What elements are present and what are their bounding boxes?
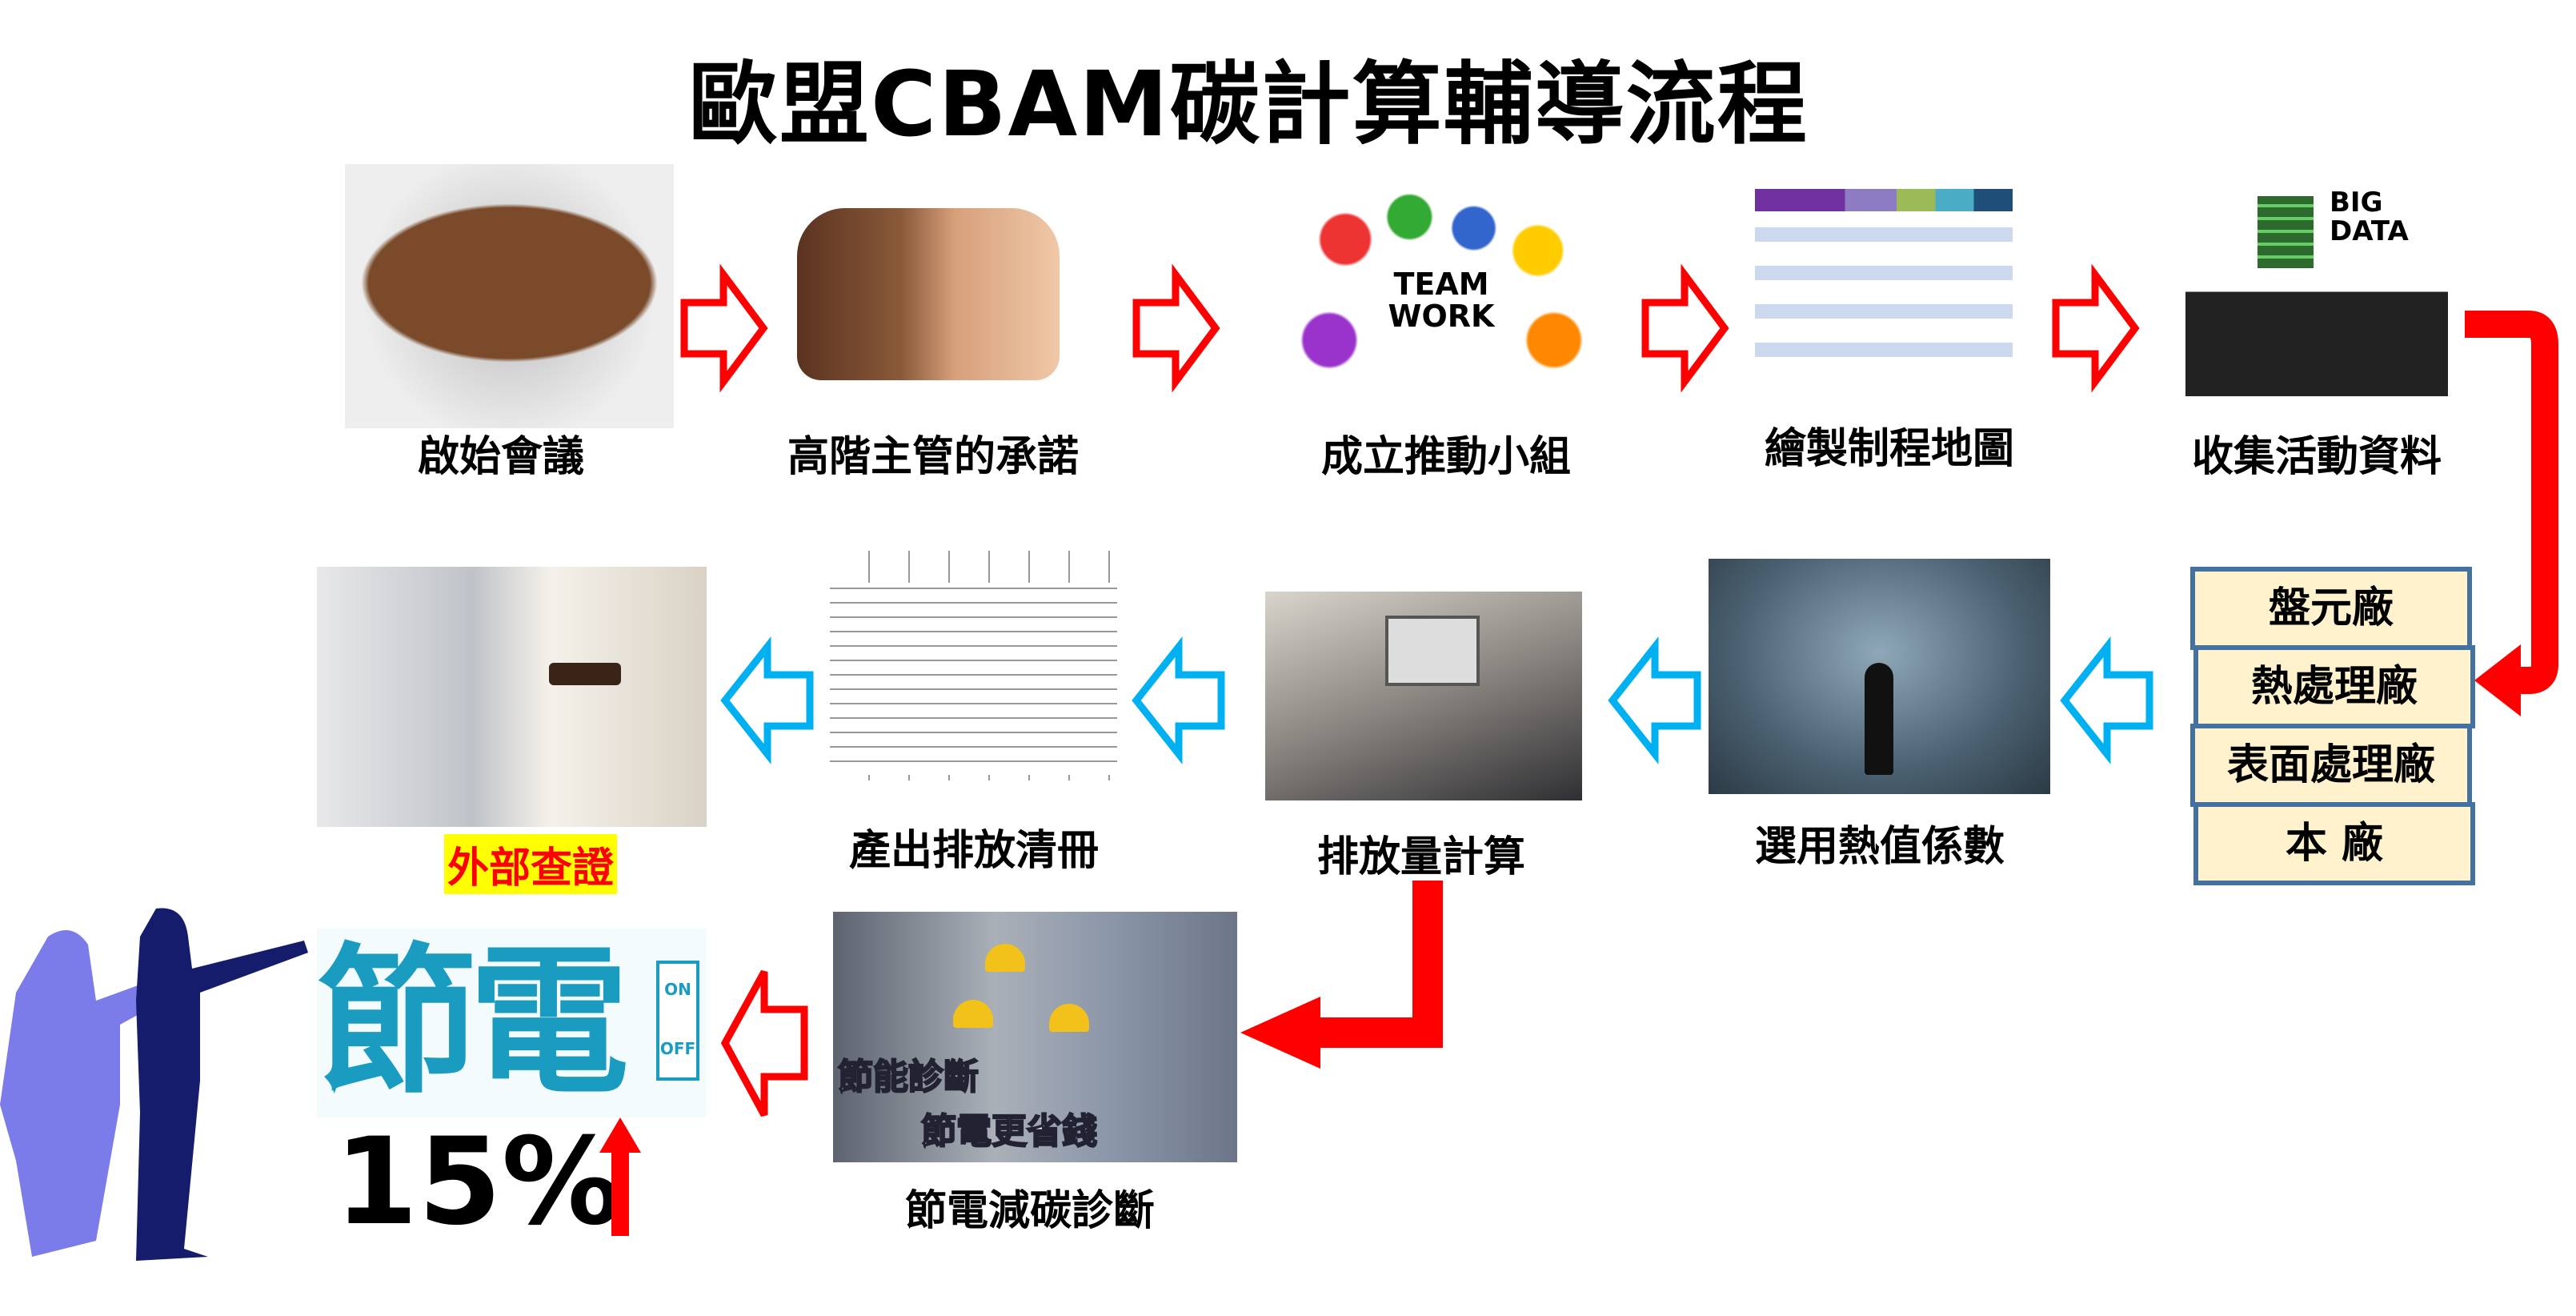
up-arrow-icon	[599, 1117, 641, 1236]
calculator-icon	[1385, 616, 1480, 686]
step-label-process-map: 繪製制程地圖	[1764, 425, 2015, 473]
heat-value-image	[1709, 559, 2050, 794]
step-label-verification: 外部查證	[443, 834, 618, 894]
factory-box-wire-rod: 盤元廠	[2190, 567, 2472, 650]
page-title: 歐盟CBAM碳計算輔導流程	[688, 53, 1809, 157]
team-work-text: TEAM WORK	[1388, 267, 1495, 334]
bend-arrow-icon	[2465, 311, 2558, 716]
server-rack-icon	[2258, 196, 2314, 268]
person-silhouette-icon	[1865, 663, 1893, 775]
process-map-image	[1755, 189, 2013, 386]
step-label-kickoff: 啟始會議	[417, 433, 585, 481]
people-silhouette-icon	[0, 908, 308, 1261]
fist-bump-image	[797, 208, 1060, 380]
step-label-collect-data: 收集活動資料	[2191, 433, 2442, 481]
hard-hat-icon	[985, 944, 1025, 972]
bend-down-left-arrow-icon	[1240, 881, 1443, 1069]
energy-diagnosis-image: 節能診斷 節電更省錢	[833, 912, 1237, 1162]
power-saving-text: 節電	[317, 929, 629, 1116]
switch-on-label: ON	[664, 980, 691, 999]
calculation-image	[1265, 592, 1582, 800]
left-arrow-icon	[720, 636, 814, 764]
inventory-table-image	[830, 551, 1117, 780]
hard-hat-icon	[953, 1000, 993, 1028]
switch-icon: ON OFF	[656, 961, 699, 1081]
step-label-diagnosis: 節電減碳診斷	[904, 1187, 1156, 1235]
big-data-image: BIG DATA	[2185, 164, 2448, 396]
image-caption: 節電更省錢	[920, 1110, 1098, 1153]
factory-box-surface-treatment: 表面處理廠	[2190, 724, 2472, 807]
left-arrow-icon	[1132, 636, 1225, 764]
factory-box-main: 本 廠	[2193, 802, 2475, 885]
power-saving-graphic: 節電 ON OFF	[317, 929, 707, 1117]
step-label-team: 成立推動小組	[1320, 433, 1572, 481]
big-data-text: BIG DATA	[2330, 187, 2409, 247]
hard-hat-icon	[1049, 1004, 1089, 1032]
image-caption: 節能診斷	[837, 1056, 980, 1098]
saving-percent: 15%	[335, 1113, 623, 1252]
right-arrow-icon	[2052, 263, 2140, 393]
left-arrow-icon	[720, 969, 808, 1117]
step-label-commitment: 高階主管的承諾	[787, 433, 1080, 481]
factory-box-heat-treatment: 熱處理廠	[2193, 645, 2475, 728]
right-arrow-icon	[1641, 263, 1729, 393]
right-arrow-icon	[680, 263, 768, 393]
gavel-icon	[549, 663, 621, 685]
left-arrow-icon	[1608, 636, 1701, 764]
kickoff-meeting-image	[345, 164, 674, 428]
verification-image	[317, 567, 707, 827]
step-label-inventory: 產出排放清冊	[848, 827, 1100, 875]
right-arrow-icon	[1132, 263, 1220, 393]
left-arrow-icon	[2060, 636, 2153, 764]
step-label-emission-calc: 排放量計算	[1316, 833, 1526, 881]
team-work-image: TEAM WORK	[1281, 172, 1602, 396]
step-label-heat-value: 選用熱值係數	[1754, 823, 2005, 871]
switch-off-label: OFF	[659, 1039, 696, 1058]
